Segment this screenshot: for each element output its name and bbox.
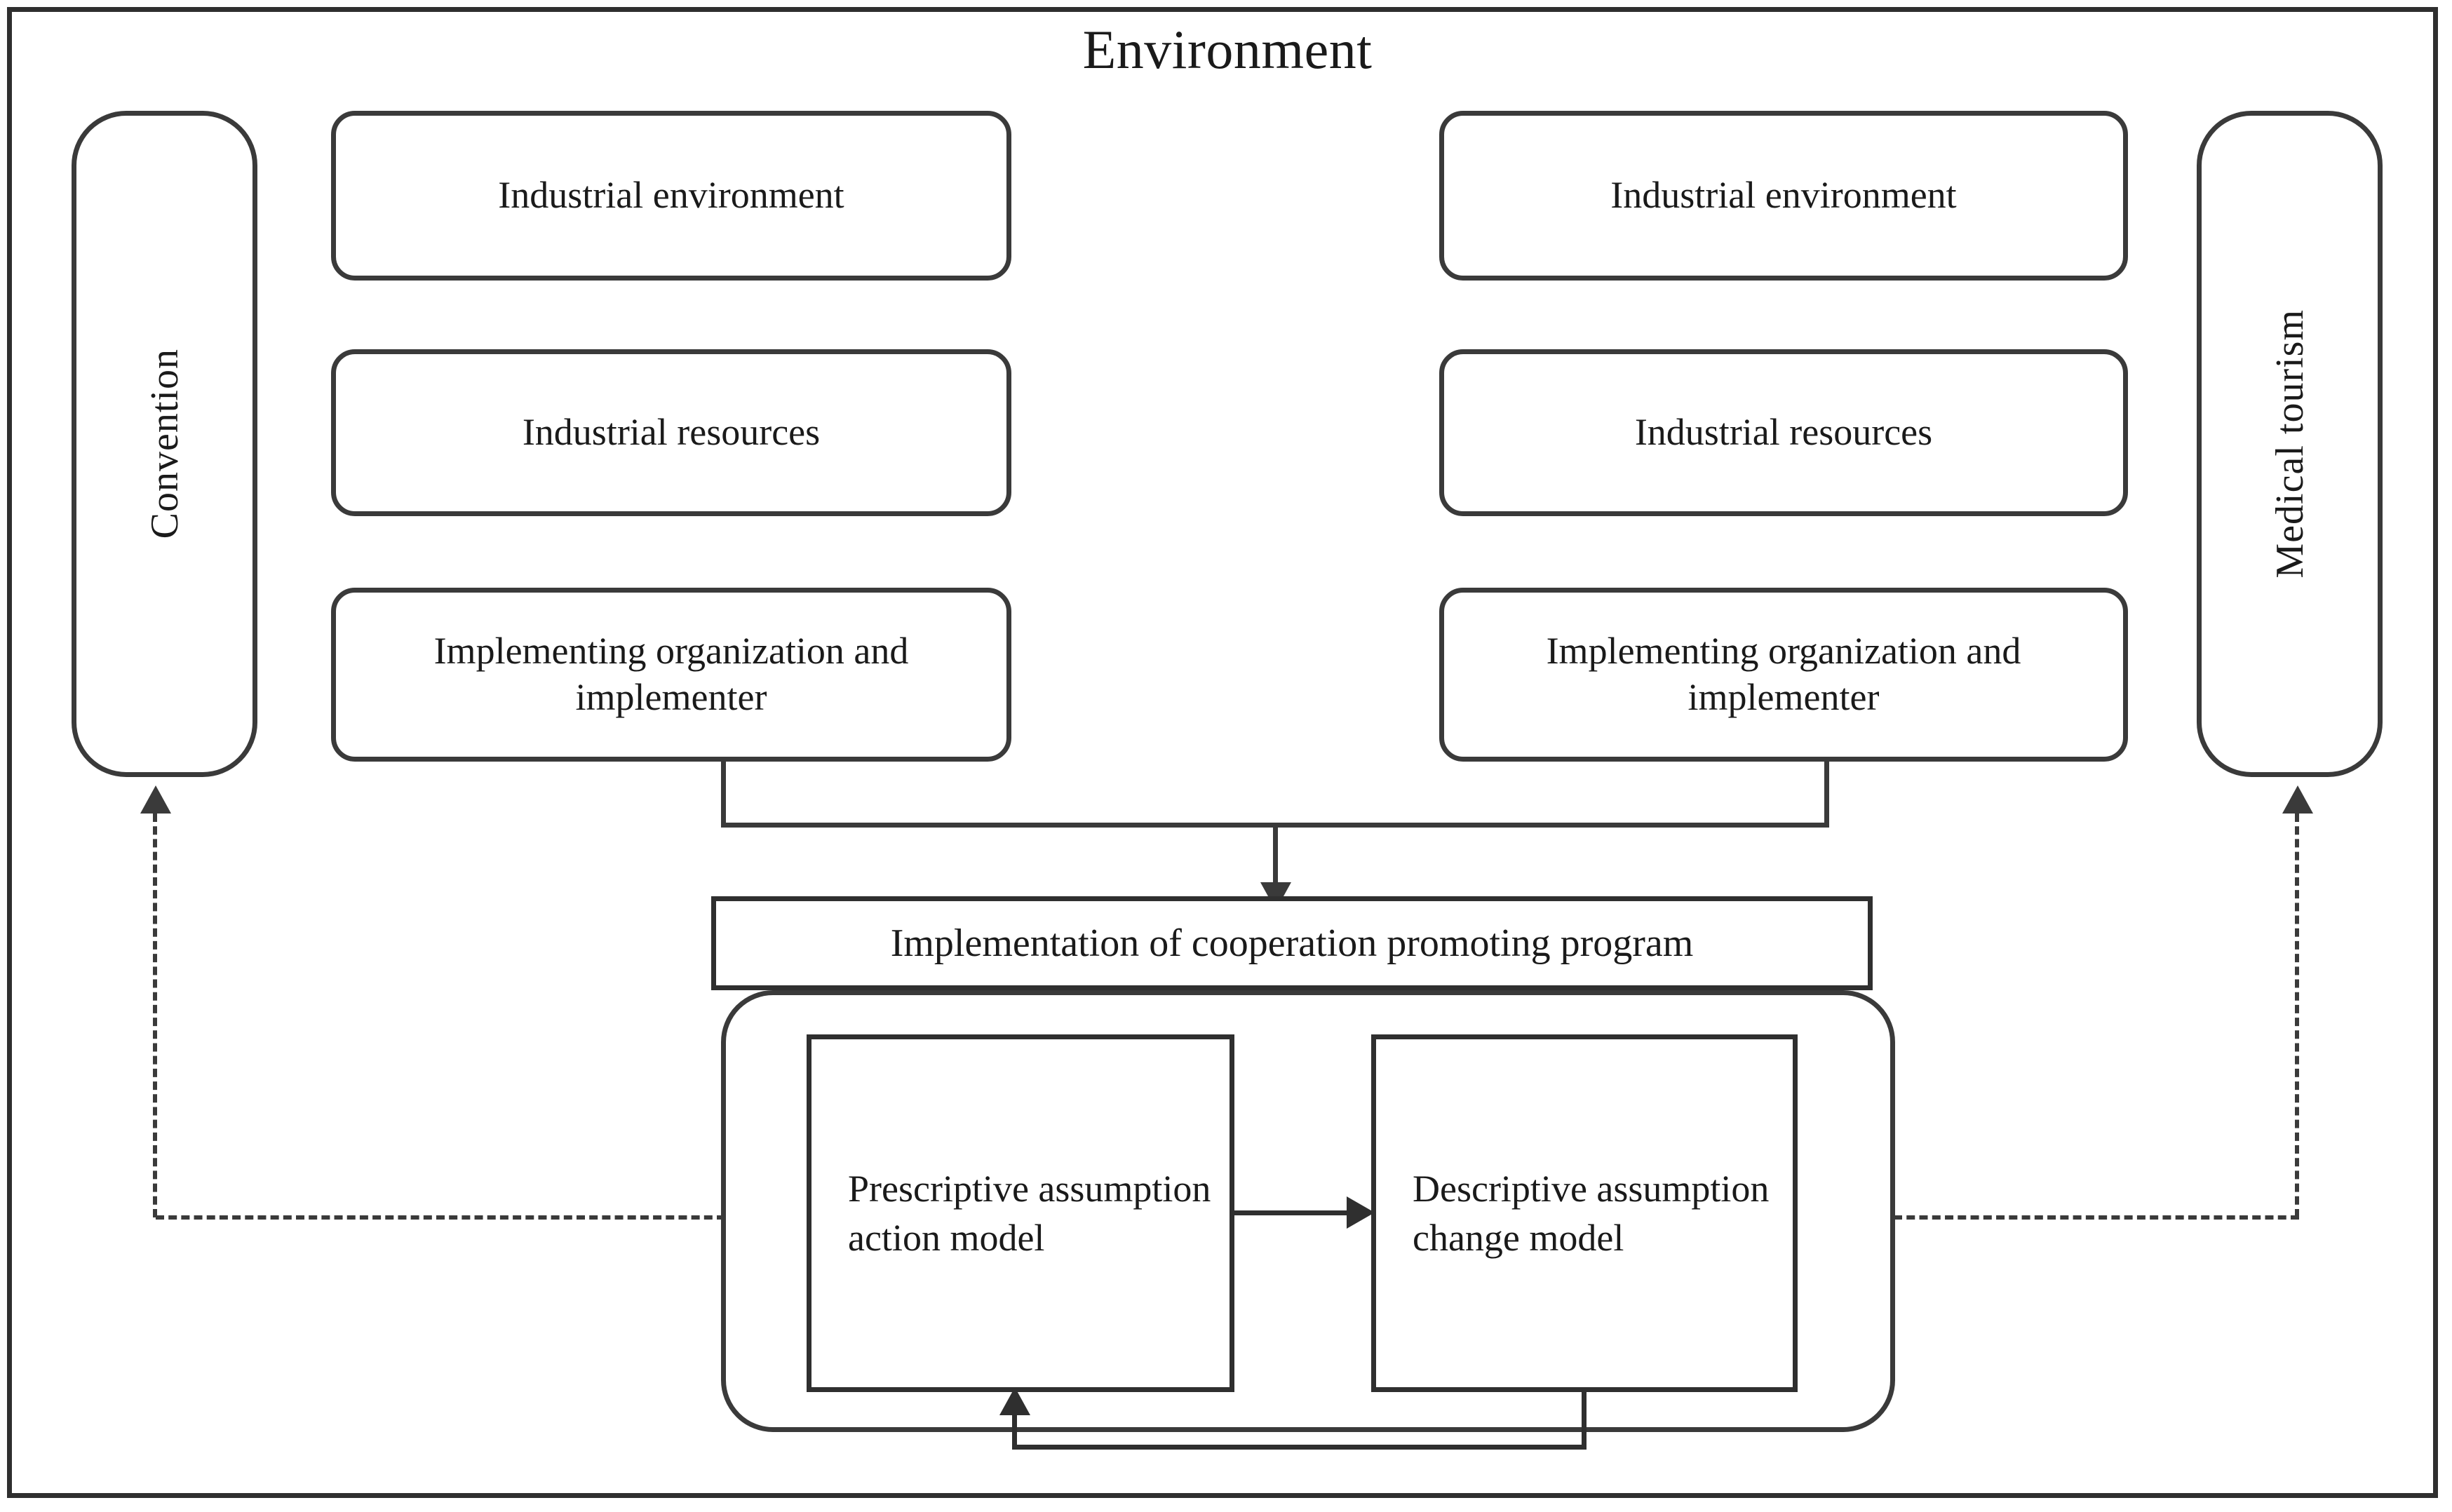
arrow-right-icon xyxy=(1347,1196,1375,1229)
medical-tourism-pill[interactable]: Medical tourism xyxy=(2197,111,2383,777)
program-bar[interactable]: Implementation of cooperation promoting … xyxy=(711,896,1873,990)
page-title: Environment xyxy=(1082,19,1373,80)
dashed-arrow-up-right-icon xyxy=(2282,785,2313,814)
medical-tourism-label: Medical tourism xyxy=(2268,309,2312,579)
card-label: Implementing organization and implemente… xyxy=(1546,630,2021,718)
model-link-line xyxy=(1234,1210,1355,1215)
dashed-line-left-horizontal xyxy=(156,1215,725,1220)
card-right-industrial-environment[interactable]: Industrial environment xyxy=(1439,111,2128,281)
program-label: Implementation of cooperation promoting … xyxy=(890,922,1694,965)
card-left-implementing-organization[interactable]: Implementing organization and implemente… xyxy=(331,588,1011,762)
feedback-up-line xyxy=(1012,1406,1017,1450)
card-label: Industrial resources xyxy=(522,411,821,454)
card-label: Industrial resources xyxy=(1634,411,1933,454)
dashed-arrow-up-left-icon xyxy=(140,785,171,814)
card-left-industrial-environment[interactable]: Industrial environment xyxy=(331,111,1011,281)
connector-drop-line xyxy=(1273,823,1278,893)
dashed-line-right-horizontal xyxy=(1894,1215,2299,1220)
prescriptive-model-label: Prescriptive assumption action model xyxy=(848,1167,1211,1259)
dashed-line-right-vertical xyxy=(2295,814,2299,1217)
card-left-industrial-resources[interactable]: Industrial resources xyxy=(331,349,1011,516)
card-label: Industrial environment xyxy=(1610,174,1957,217)
card-label: Industrial environment xyxy=(498,174,844,217)
card-right-implementing-organization[interactable]: Implementing organization and implemente… xyxy=(1439,588,2128,762)
descriptive-model-box[interactable]: Descriptive assumption change model xyxy=(1371,1034,1798,1392)
connector-stem-left xyxy=(721,762,726,828)
convention-label: Convention xyxy=(142,349,187,539)
convention-pill[interactable]: Convention xyxy=(72,111,257,777)
arrow-up-icon xyxy=(999,1387,1030,1415)
prescriptive-model-box[interactable]: Prescriptive assumption action model xyxy=(807,1034,1234,1392)
descriptive-model-label: Descriptive assumption change model xyxy=(1413,1167,1770,1259)
card-label: Implementing organization and implemente… xyxy=(433,630,909,718)
dashed-line-left-vertical xyxy=(153,814,157,1217)
feedback-down-line xyxy=(1582,1392,1587,1450)
card-right-industrial-resources[interactable]: Industrial resources xyxy=(1439,349,2128,516)
connector-stem-right xyxy=(1824,762,1829,828)
feedback-bottom-line xyxy=(1012,1445,1587,1450)
